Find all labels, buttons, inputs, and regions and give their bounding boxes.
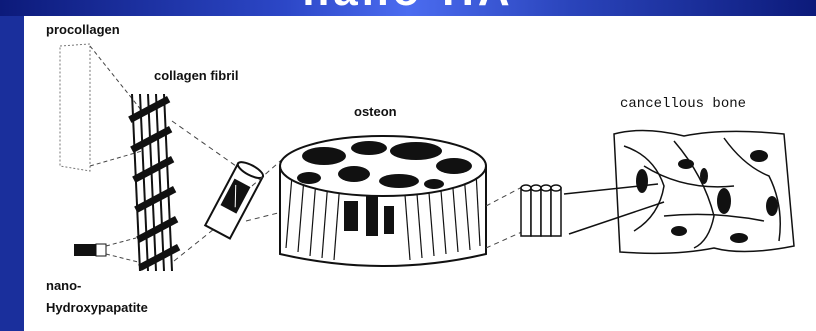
label-osteon: osteon — [354, 104, 397, 119]
collagen-fibril — [132, 94, 172, 271]
osteon-to-bundle-connector — [486, 186, 524, 248]
left-border — [0, 16, 24, 331]
label-hydroxypapatite-line2: Hydroxypapatite — [46, 300, 148, 315]
diagram-panel: procollagen collagen fibril osteon cance… — [24, 16, 816, 331]
osteon-drawing — [280, 136, 486, 266]
cancellous-bone-pores — [636, 150, 778, 243]
fiber-cylinder — [205, 159, 265, 238]
label-procollagen: procollagen — [46, 22, 120, 37]
bundle-to-cancellous-connector — [564, 184, 664, 234]
slide-title: nano-HA — [0, 0, 816, 15]
procollagen-triangle — [60, 44, 142, 171]
bone-hierarchy-diagram — [24, 16, 816, 331]
nano-hydroxyapatite-block — [74, 238, 138, 262]
label-nano-line1: nano- — [46, 278, 81, 293]
label-collagen-fibril: collagen fibril — [154, 68, 239, 83]
tube-bundle — [521, 185, 561, 236]
label-cancellous-bone: cancellous bone — [620, 96, 746, 112]
